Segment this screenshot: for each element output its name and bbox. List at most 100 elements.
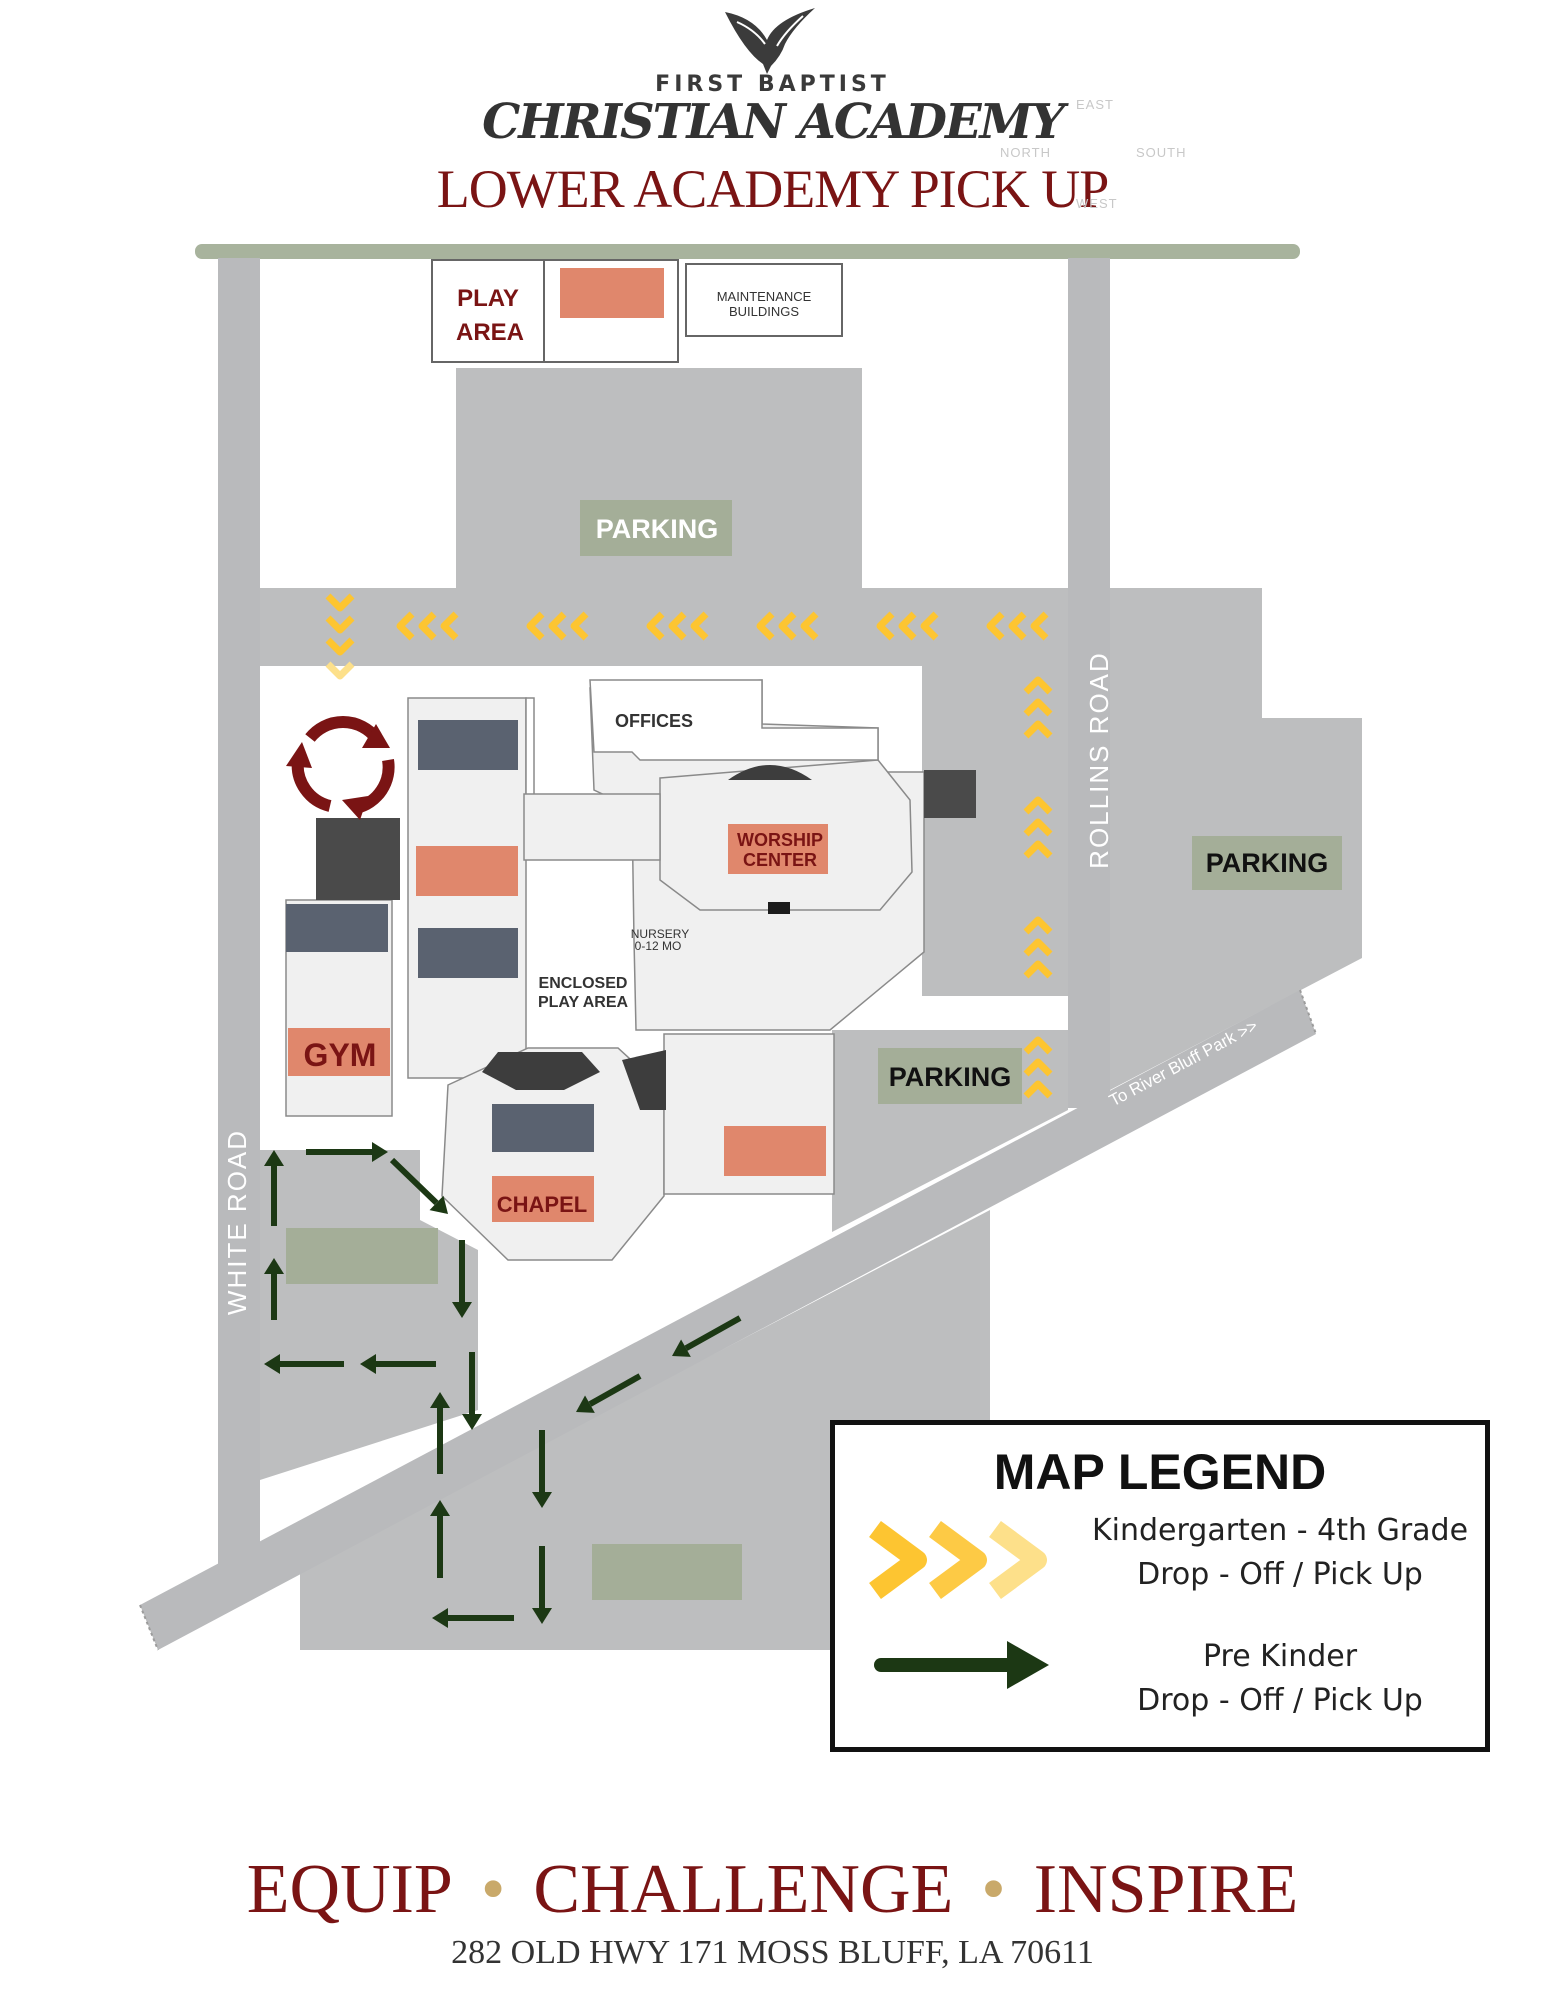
play-area-label-2: AREA	[456, 319, 524, 346]
yellow-chevron	[1023, 818, 1053, 837]
yellow-chevron	[1030, 611, 1049, 641]
chapel-label: CHAPEL	[497, 1192, 587, 1217]
green-arrow-head	[264, 1150, 284, 1166]
offices-outline	[589, 679, 879, 761]
slate-block-chapel	[492, 1104, 594, 1152]
roundabout-arrowheads	[286, 724, 390, 820]
compass-west: WEST	[1076, 196, 1118, 211]
yellow-chevron	[646, 611, 665, 641]
green-arrow-head	[360, 1354, 376, 1374]
rollins-road-label: ROLLINS ROAD	[1084, 651, 1114, 869]
green-arrow-head	[432, 1608, 448, 1628]
yellow-chevron	[1023, 796, 1053, 815]
yellow-chevron	[986, 611, 1005, 641]
slate-block-2	[286, 904, 388, 952]
yellow-chevron	[1023, 1036, 1053, 1055]
yellow-chevron	[1023, 676, 1053, 695]
play-area-orange-block	[560, 268, 664, 318]
enclosed-label-2: PLAY AREA	[538, 994, 629, 1011]
green-arrow-head	[372, 1142, 388, 1162]
yellow-chevron	[325, 593, 355, 612]
offices-label: OFFICES	[615, 711, 693, 731]
k4-route-arrows	[325, 593, 1053, 1099]
legend-prek-line2: Drop - Off / Pick Up	[1137, 1683, 1423, 1718]
green-arrow-shaft	[389, 1157, 439, 1206]
parking-label-right: PARKING	[1206, 848, 1329, 878]
yellow-chevron	[898, 611, 917, 641]
parking-sign-right	[1192, 836, 1342, 890]
top-road-strip	[195, 244, 1300, 259]
brand-script-text: CHRISTIAN ACADEMY	[482, 94, 1065, 150]
yellow-chevron	[920, 611, 939, 641]
motto: EQUIP•CHALLENGE•INSPIRE	[0, 1850, 1545, 1930]
play-area-top	[431, 259, 545, 363]
yellow-chevron	[690, 611, 709, 641]
green-arrow-head	[462, 1414, 482, 1430]
nursery-label-1: NURSERY	[631, 927, 689, 941]
yellow-chevron	[418, 611, 437, 641]
parking-label-center: PARKING	[889, 1062, 1012, 1092]
green-arrow-head	[532, 1608, 552, 1624]
compass-south: SOUTH	[1136, 145, 1187, 160]
green-arrow-head	[264, 1354, 280, 1374]
white-road	[218, 258, 260, 1568]
parking-sign-top	[580, 500, 732, 556]
yellow-chevron	[440, 611, 459, 641]
green-arrow-shaft	[588, 1373, 642, 1407]
parking-label-top: PARKING	[596, 514, 719, 544]
yellow-chevron	[668, 611, 687, 641]
slate-block-1	[418, 720, 518, 770]
diagonal-road	[140, 990, 1316, 1650]
page-title: LOWER ACADEMY PICK UP	[436, 159, 1110, 219]
green-arrow-head	[430, 1500, 450, 1516]
maintenance-label-2: BUILDINGS	[729, 304, 799, 319]
white-road-label: WHITE ROAD	[222, 1129, 252, 1315]
motto-dot-1: •	[480, 1851, 506, 1928]
dark-block-right	[924, 770, 976, 818]
orange-block-mid	[416, 846, 518, 896]
yellow-chevron	[778, 611, 797, 641]
orange-block-right	[724, 1126, 826, 1176]
legend-prek-line1: Pre Kinder	[1202, 1639, 1358, 1674]
yellow-chevron	[800, 611, 819, 641]
legend-green-arrow-icon	[874, 1641, 1049, 1689]
compass-east: EAST	[1076, 97, 1114, 112]
maintenance-label-1: MAINTENANCE	[717, 289, 812, 304]
prek-route-arrows	[264, 1142, 742, 1628]
orange-block-gym	[288, 1028, 390, 1076]
green-arrow-head	[532, 1492, 552, 1508]
worship-stage-mark	[768, 902, 790, 914]
yellow-chevron	[1023, 840, 1053, 859]
play-area-label-1: PLAY	[457, 285, 519, 312]
legend-yellow-chevrons-icon	[869, 1520, 1047, 1600]
worship-label-2: CENTER	[743, 850, 817, 870]
parking-lot-top	[456, 368, 862, 590]
yellow-chevron	[396, 611, 415, 641]
yellow-chevron	[1023, 1080, 1053, 1099]
green-pad-left	[286, 1228, 438, 1284]
yellow-chevron	[1008, 611, 1027, 641]
green-arrow-head	[430, 1392, 450, 1408]
yellow-chevron	[325, 615, 355, 634]
green-arrow-head	[672, 1339, 691, 1357]
map-legend: MAP LEGEND Kindergarten - 4th Grade Drop…	[830, 1420, 1490, 1752]
dark-block-left	[316, 818, 400, 900]
yellow-chevron	[570, 611, 589, 641]
maintenance-buildings	[685, 263, 843, 337]
parking-sign-center	[878, 1048, 1022, 1104]
yellow-chevron	[548, 611, 567, 641]
green-arrow-head	[576, 1395, 595, 1413]
yellow-chevron	[325, 637, 355, 656]
yellow-chevron	[325, 661, 355, 680]
motto-inspire: INSPIRE	[1033, 1851, 1299, 1928]
legend-k4-line2: Drop - Off / Pick Up	[1137, 1557, 1423, 1592]
drive-lane-top	[260, 588, 1068, 666]
chapel-dome	[482, 1052, 600, 1090]
yellow-chevron	[526, 611, 545, 641]
yellow-chevron	[1023, 720, 1053, 739]
yellow-chevron	[1023, 1058, 1053, 1077]
yellow-chevron	[1023, 698, 1053, 717]
slate-block-3	[418, 928, 518, 978]
nursery-label-2: 0-12 MO	[635, 939, 682, 953]
rollins-road	[1068, 258, 1110, 1108]
